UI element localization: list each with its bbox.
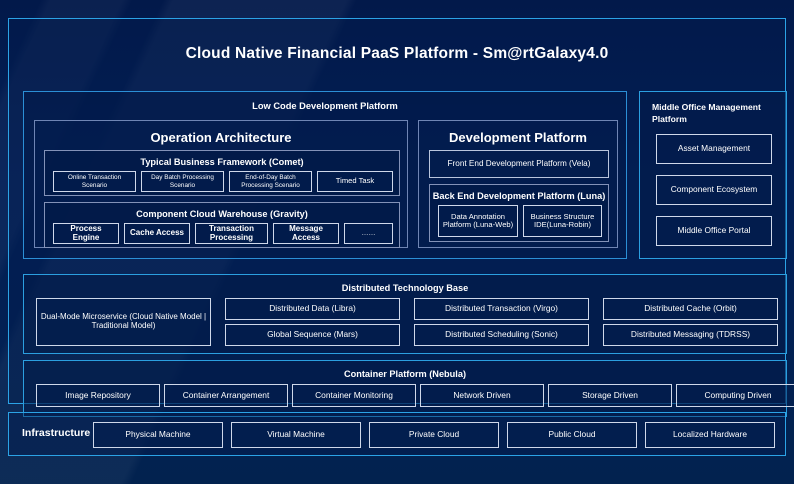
middle-office-platform-label: Middle Office Management Platform: [652, 102, 761, 124]
low-code-development-platform-panel: Low Code Development Platform Operation …: [23, 91, 627, 259]
development-platform-label: Development Platform: [449, 130, 587, 145]
component-cloud-warehouse-group: Component Cloud Warehouse (Gravity) Proc…: [44, 202, 400, 248]
low-code-platform-label: Low Code Development Platform: [252, 101, 398, 111]
typical-business-framework-label: Typical Business Framework (Comet): [140, 157, 304, 167]
page-title: Cloud Native Financial PaaS Platform - S…: [185, 45, 609, 62]
cell-global-sequence[interactable]: Global Sequence (Mars): [225, 324, 400, 346]
cell-more-components[interactable]: ……: [344, 223, 393, 244]
cell-physical-machine[interactable]: Physical Machine: [93, 422, 223, 448]
cell-distributed-cache[interactable]: Distributed Cache (Orbit): [603, 298, 778, 320]
cell-front-end-development-platform[interactable]: Front End Development Platform (Vela): [429, 150, 609, 178]
cell-day-batch-processing-scenario[interactable]: Day Batch Processing Scenario: [141, 171, 224, 192]
operation-architecture-panel: Operation Architecture Typical Business …: [34, 120, 408, 248]
distributed-technology-base-label: Distributed Technology Base: [341, 283, 469, 293]
cell-image-repository[interactable]: Image Repository: [36, 384, 160, 407]
middle-office-management-platform-panel: Middle Office Management Platform Asset …: [639, 91, 787, 259]
cell-end-of-day-batch-processing-scenario[interactable]: End-of-Day Batch Processing Scenario: [229, 171, 312, 192]
cell-storage-driven[interactable]: Storage Driven: [548, 384, 672, 407]
distributed-technology-base-panel: Distributed Technology Base Dual-Mode Mi…: [23, 274, 787, 354]
back-end-development-platform-label: Back End Development Platform (Luna): [432, 191, 606, 201]
cell-container-arrangement[interactable]: Container Arrangement: [164, 384, 288, 407]
cell-dual-mode-microservice[interactable]: Dual-Mode Microservice (Cloud Native Mod…: [36, 298, 211, 346]
cell-distributed-transaction[interactable]: Distributed Transaction (Virgo): [414, 298, 589, 320]
cell-private-cloud[interactable]: Private Cloud: [369, 422, 499, 448]
cell-virtual-machine[interactable]: Virtual Machine: [231, 422, 361, 448]
cell-data-annotation-platform[interactable]: Data Annotation Platform (Luna-Web): [438, 205, 518, 237]
typical-business-framework-group: Typical Business Framework (Comet) Onlin…: [44, 150, 400, 196]
cell-asset-management[interactable]: Asset Management: [656, 134, 772, 164]
development-platform-panel: Development Platform Front End Developme…: [418, 120, 618, 248]
cell-transaction-processing[interactable]: Transaction Processing: [195, 223, 268, 244]
cell-computing-driven[interactable]: Computing Driven: [676, 384, 794, 407]
cell-public-cloud[interactable]: Public Cloud: [507, 422, 637, 448]
cell-middle-office-portal[interactable]: Middle Office Portal: [656, 216, 772, 246]
cell-network-driven[interactable]: Network Driven: [420, 384, 544, 407]
infrastructure-label: Infrastructure: [22, 427, 91, 439]
cell-distributed-data[interactable]: Distributed Data (Libra): [225, 298, 400, 320]
cell-cache-access[interactable]: Cache Access: [124, 223, 190, 244]
cell-container-monitoring[interactable]: Container Monitoring: [292, 384, 416, 407]
cell-distributed-messaging[interactable]: Distributed Messaging (TDRSS): [603, 324, 778, 346]
cell-component-ecosystem[interactable]: Component Ecosystem: [656, 175, 772, 205]
cell-message-access[interactable]: Message Access: [273, 223, 339, 244]
cell-localized-hardware[interactable]: Localized Hardware: [645, 422, 775, 448]
container-platform-label: Container Platform (Nebula): [344, 369, 466, 379]
platform-frame: Cloud Native Financial PaaS Platform - S…: [8, 18, 794, 417]
cell-distributed-scheduling[interactable]: Distributed Scheduling (Sonic): [414, 324, 589, 346]
back-end-development-platform-group: Back End Development Platform (Luna) Dat…: [429, 184, 609, 242]
infrastructure-panel: Infrastructure Physical Machine Virtual …: [8, 412, 786, 456]
container-platform-panel: Container Platform (Nebula) Image Reposi…: [23, 360, 794, 417]
component-cloud-warehouse-label: Component Cloud Warehouse (Gravity): [136, 209, 308, 219]
cell-timed-task[interactable]: Timed Task: [317, 171, 393, 192]
cell-process-engine[interactable]: Process Engine: [53, 223, 119, 244]
cell-online-transaction-scenario[interactable]: Online Transaction Scenario: [53, 171, 136, 192]
cell-business-structure-ide[interactable]: Business Structure IDE(Luna-Robin): [523, 205, 602, 237]
operation-architecture-label: Operation Architecture: [150, 130, 292, 145]
